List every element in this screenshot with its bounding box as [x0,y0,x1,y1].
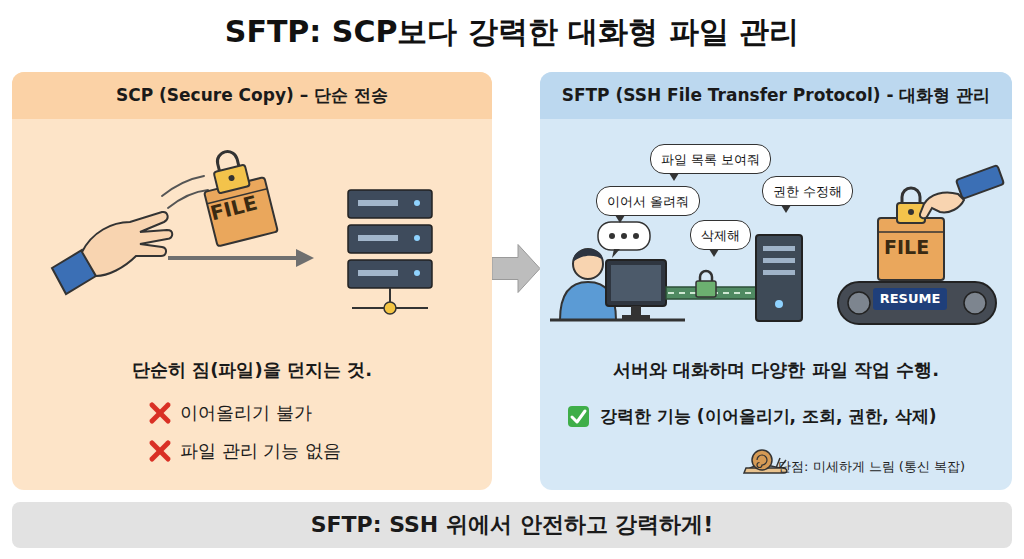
server-tower [756,235,802,321]
server-stack-part [358,200,398,206]
speech-bubble: 삭제해 [690,220,751,250]
server-tower-part [763,270,795,275]
drawback-text: 이어올리기 불가 [180,401,312,425]
server-tower-part [763,258,795,263]
transfer-arrow-part [296,249,314,267]
secure-cable-part [696,281,716,297]
panel-body-text: 서버와 대화하며 다양한 파일 작업 수행. [540,358,1012,382]
panel-header: SFTP (SSH File Transfer Protocol) - 대화형 … [540,72,1012,119]
server-tower-part [775,300,783,308]
drawback-text: 파일 관리 기능 없음 [180,439,341,463]
block-arrow-shape [492,245,540,293]
bubble-text: 삭제해 [701,228,740,243]
server-stack-part [414,235,420,241]
file-box-part [878,218,944,280]
server-stack-part [358,235,398,241]
monitor-part [606,260,666,306]
feature-text: 강력한 기능 (이어올리기, 조회, 권한, 삭제) [600,405,937,428]
typing-bubble-part [633,233,639,239]
speech-bubble: 이어서 올려줘 [596,186,700,216]
block-arrow [492,245,540,293]
person-part [573,249,603,262]
cross-mark-part [152,405,168,421]
file-box-part [228,174,235,181]
file-box-part [908,209,914,215]
typing-bubble-part [612,249,620,258]
motion-lines-part [168,190,208,208]
belt-label: RESUME [873,291,947,306]
transfer-arrow-part [168,256,298,260]
monitor-part [611,265,661,301]
placing-hand-part [920,192,964,218]
person [550,249,685,320]
check-mark [568,406,589,427]
file-box-part [878,231,944,233]
conveyor-part [964,292,986,314]
cross-mark-part [152,443,168,459]
server-stack-part [348,190,432,218]
speech-bubble: 파일 목록 보여줘 [650,144,771,174]
bubble-text: 이어서 올려줘 [607,194,689,209]
summary-band: SFTP: SSH 위에서 안전하고 강력하게! [12,502,1012,548]
server-tower-part [756,235,802,321]
box-label: FILE [884,236,929,258]
summary-text: SFTP: SSH 위에서 안전하고 강력하게! [311,510,714,540]
speech-bubble: 권한 수정해 [762,176,853,206]
server-stack-part [384,302,396,314]
snail-part [757,455,767,468]
file-box [196,144,278,246]
conveyor [838,282,996,324]
file-box-part [214,164,250,193]
conveyor-part [838,282,996,324]
throwing-hand-part [82,212,172,276]
server-stack-part [414,270,420,276]
secure-cable [666,271,756,299]
cross-mark-part [152,405,168,421]
throwing-hand [52,212,172,294]
conveyor-part [873,288,947,310]
monitor-part [622,315,650,320]
placing-hand [920,165,1004,218]
panel-body-text: 단순히 짐(파일)을 던지는 것. [12,358,492,382]
server-tower-part [763,246,795,251]
cross-mark-part [152,443,168,459]
person-part [573,249,603,279]
check-mark-part [568,406,589,427]
typing-bubble-part [609,233,615,239]
note-text: 단점: 미세하게 느림 (통신 복잡) [778,458,965,476]
scp-illustration [12,72,492,490]
person-part [550,319,685,322]
sftp-illustration [540,72,1012,490]
conveyor-part [848,292,870,314]
server-stack [348,190,432,314]
placing-hand-part [956,165,1004,199]
diagram-title: SFTP: SCP보다 강력한 대화형 파일 관리 [0,12,1024,53]
cross-mark [152,405,168,459]
transfer-arrow [168,249,314,267]
bubble-text: 권한 수정해 [773,184,842,199]
server-stack-part [348,260,432,288]
bubble-text: 파일 목록 보여줘 [661,152,760,167]
motion-lines [162,176,208,208]
snail-part [752,450,772,470]
typing-bubble-part [598,222,650,250]
motion-lines-part [162,176,204,196]
monitor [606,260,666,320]
scp-panel: SCP (Secure Copy) – 단순 전송단순히 짐(파일)을 던지는 … [12,72,492,490]
file-box-part [902,188,920,204]
server-stack-part [414,200,420,206]
server-stack-part [348,225,432,253]
check-mark-part [572,411,585,422]
panel-header: SCP (Secure Copy) – 단순 전송 [12,72,492,119]
server-stack-part [358,270,398,276]
typing-bubble [598,222,650,258]
typing-bubble-part [621,233,627,239]
sftp-panel: SFTP (SSH File Transfer Protocol) - 대화형 … [540,72,1012,490]
monitor-part [631,306,641,316]
